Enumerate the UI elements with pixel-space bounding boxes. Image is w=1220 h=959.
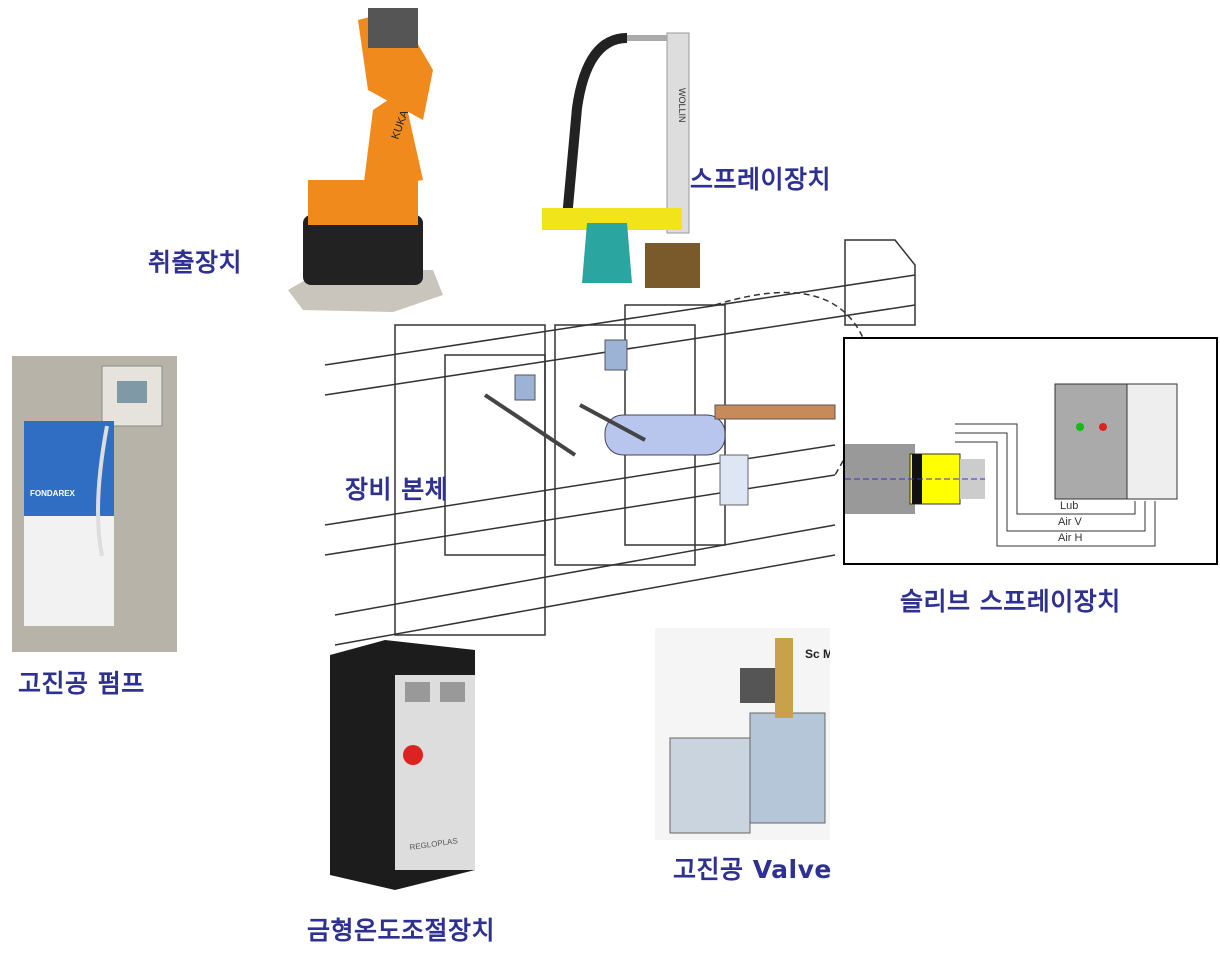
sleeve-spray-inset: Lub Air V Air H — [843, 337, 1218, 565]
vacuum-valve-image: Sc M — [655, 628, 830, 840]
mold-temp-controller-image: REGLOPLAS — [330, 640, 475, 890]
label-spray: 스프레이장치 — [690, 165, 832, 194]
label-vacuum-pump: 고진공 펌프 — [18, 669, 145, 698]
label-vacuum-valve: 고진공 Valve — [673, 855, 832, 884]
label-mold-temp: 금형온도조절장치 — [307, 916, 496, 945]
label-sleeve-spray: 슬리브 스프레이장치 — [900, 587, 1121, 616]
inset-label-air-v: Air V — [1058, 516, 1082, 528]
spray-device-image: WOLLIN — [542, 32, 700, 288]
label-machine: 장비 본체 — [345, 475, 449, 504]
label-robot: 취출장치 — [148, 248, 243, 277]
inset-label-lub: Lub — [1060, 500, 1079, 512]
vacuum-pump-image: FONDAREX — [12, 356, 177, 652]
pump-logo: FONDAREX — [30, 489, 76, 498]
valve-logo: Sc M — [805, 647, 830, 661]
inset-label-air-h: Air H — [1058, 532, 1083, 544]
spray-logo: WOLLIN — [677, 88, 687, 123]
robot-image: KUKA — [288, 8, 443, 312]
